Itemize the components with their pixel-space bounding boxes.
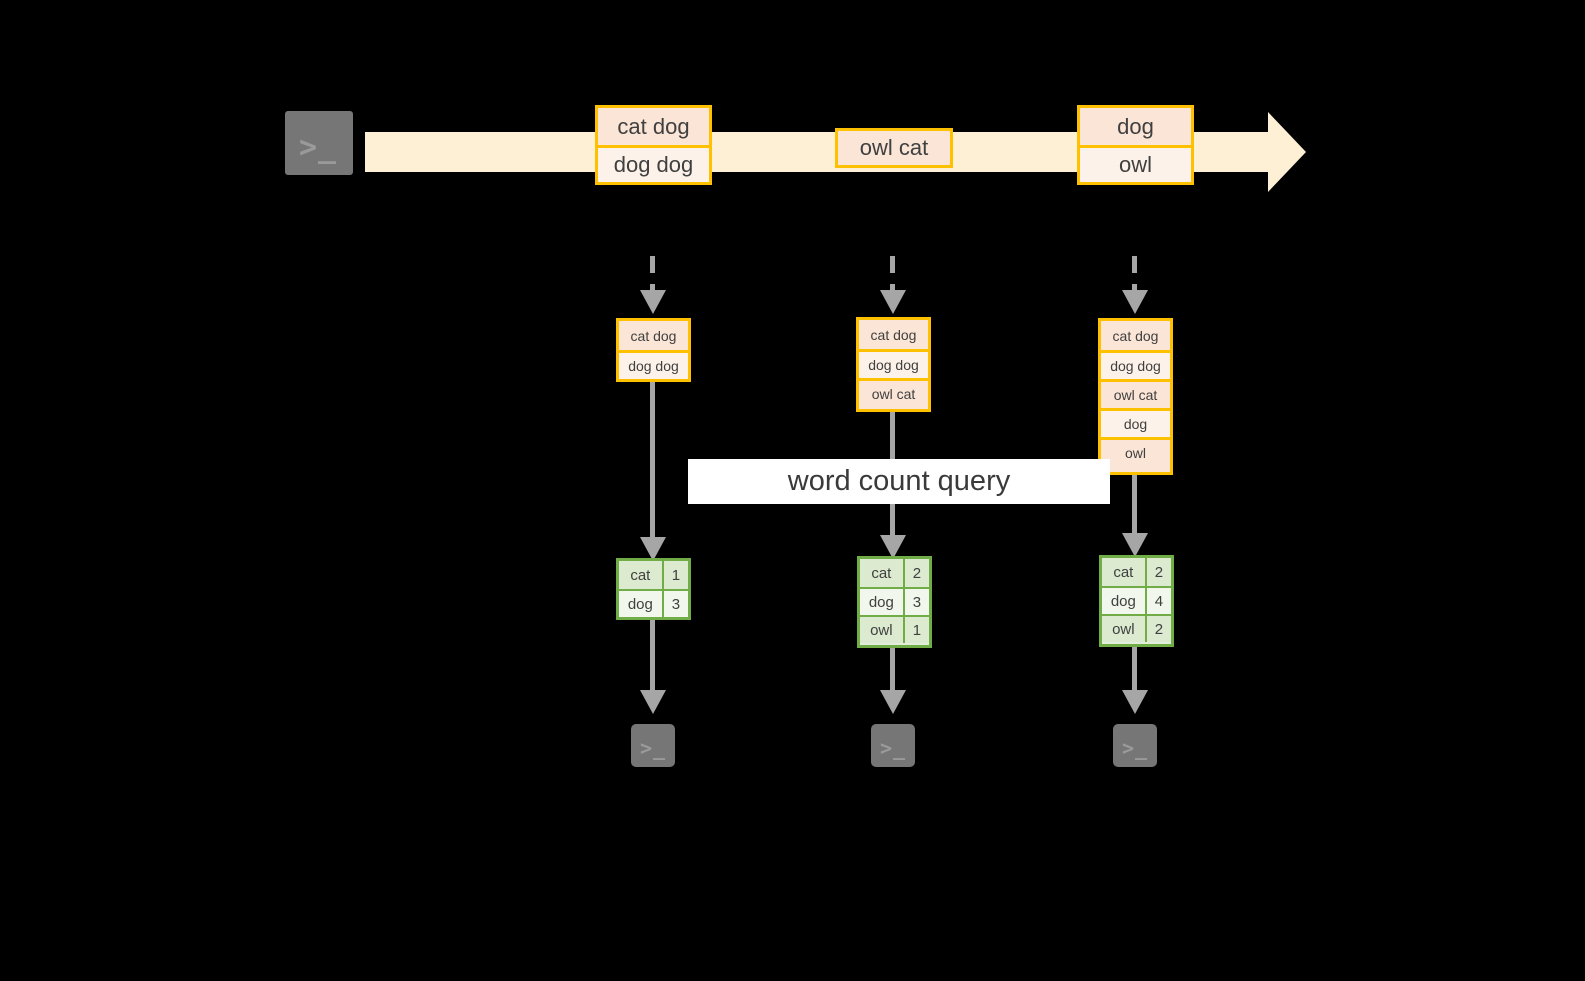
table-row: owl 2 bbox=[1102, 614, 1171, 642]
snapshot-1-trigger-line bbox=[650, 256, 655, 298]
snapshot-3-query-arrowhead bbox=[1122, 533, 1148, 557]
snapshot-2-line-1: cat dog bbox=[859, 320, 928, 349]
result-word: dog bbox=[1102, 588, 1145, 614]
snapshot-2-sink-line bbox=[890, 648, 895, 698]
snapshot-3-buffer[interactable]: cat dog dog dog owl cat dog owl bbox=[1098, 318, 1173, 475]
snapshot-2-line-2: dog dog bbox=[859, 349, 928, 378]
stream-event-1[interactable]: cat dog dog dog bbox=[595, 105, 712, 185]
snapshot-1-buffer[interactable]: cat dog dog dog bbox=[616, 318, 691, 382]
table-row: cat 1 bbox=[619, 561, 688, 589]
stream-arrowhead bbox=[1268, 112, 1306, 192]
stream-event-2[interactable]: owl cat bbox=[835, 128, 953, 168]
terminal-prompt-glyph: >_ bbox=[299, 130, 338, 165]
snapshot-3-line-4: dog bbox=[1101, 408, 1170, 437]
result-count: 2 bbox=[902, 559, 929, 587]
result-word: owl bbox=[1102, 616, 1145, 642]
result-count: 2 bbox=[1144, 616, 1171, 642]
snapshot-2-sink-terminal-icon[interactable]: >_ bbox=[864, 717, 922, 774]
snapshot-2-sink-arrowhead bbox=[880, 690, 906, 714]
result-count: 3 bbox=[902, 589, 929, 615]
result-word: owl bbox=[860, 617, 903, 643]
result-word: cat bbox=[860, 559, 903, 587]
snapshot-3-line-3: owl cat bbox=[1101, 379, 1170, 408]
query-label: word count query bbox=[688, 459, 1110, 504]
stream-event-3[interactable]: dog owl bbox=[1077, 105, 1194, 185]
result-count: 2 bbox=[1144, 558, 1171, 586]
terminal-prompt-glyph: >_ bbox=[1122, 736, 1149, 760]
snapshot-1-query-arrowhead bbox=[640, 537, 666, 561]
snapshot-1-result-table[interactable]: cat 1 dog 3 bbox=[616, 558, 691, 620]
snapshot-3-sink-arrowhead bbox=[1122, 690, 1148, 714]
stream-event-1-line-1: cat dog bbox=[598, 108, 709, 145]
result-word: cat bbox=[619, 561, 662, 589]
table-row: cat 2 bbox=[1102, 558, 1171, 586]
stream-event-3-line-2: owl bbox=[1080, 145, 1191, 182]
snapshot-3-sink-line bbox=[1132, 647, 1137, 698]
snapshot-2-trigger-line bbox=[890, 256, 895, 298]
snapshot-2-query-arrowhead bbox=[880, 535, 906, 559]
table-row: owl 1 bbox=[860, 615, 929, 643]
snapshot-3-result-table[interactable]: cat 2 dog 4 owl 2 bbox=[1099, 555, 1174, 647]
snapshot-2-result-table[interactable]: cat 2 dog 3 owl 1 bbox=[857, 556, 932, 648]
snapshot-1-sink-terminal-icon[interactable]: >_ bbox=[624, 717, 682, 774]
snapshot-1-query-line bbox=[650, 382, 655, 550]
terminal-screen bbox=[871, 724, 915, 767]
stream-event-2-line-1: owl cat bbox=[838, 131, 950, 165]
query-label-text: word count query bbox=[787, 465, 1011, 497]
snapshot-1-line-2: dog dog bbox=[619, 350, 688, 379]
result-word: dog bbox=[860, 589, 903, 615]
result-word: cat bbox=[1102, 558, 1145, 586]
snapshot-2-trigger-arrowhead bbox=[880, 290, 906, 314]
table-row: dog 3 bbox=[619, 589, 688, 617]
result-count: 1 bbox=[902, 617, 929, 643]
table-row: dog 4 bbox=[1102, 586, 1171, 614]
terminal-screen bbox=[631, 724, 675, 767]
result-word: dog bbox=[619, 591, 662, 617]
snapshot-1-sink-line bbox=[650, 620, 655, 698]
snapshot-3-line-1: cat dog bbox=[1101, 321, 1170, 350]
terminal-screen bbox=[1113, 724, 1157, 767]
snapshot-3-query-line bbox=[1132, 475, 1137, 550]
snapshot-3-sink-terminal-icon[interactable]: >_ bbox=[1106, 717, 1164, 774]
terminal-screen bbox=[285, 111, 353, 175]
result-count: 4 bbox=[1144, 588, 1171, 614]
source-terminal-icon[interactable]: >_ bbox=[276, 102, 362, 184]
result-count: 3 bbox=[661, 591, 688, 617]
snapshot-3-trigger-arrowhead bbox=[1122, 290, 1148, 314]
snapshot-3-line-5: owl bbox=[1101, 437, 1170, 466]
snapshot-2-line-3: owl cat bbox=[859, 378, 928, 407]
stream-event-1-line-2: dog dog bbox=[598, 145, 709, 182]
terminal-prompt-glyph: >_ bbox=[880, 736, 907, 760]
table-row: cat 2 bbox=[860, 559, 929, 587]
terminal-prompt-glyph: >_ bbox=[640, 736, 667, 760]
result-count: 1 bbox=[661, 561, 688, 589]
snapshot-1-sink-arrowhead bbox=[640, 690, 666, 714]
snapshot-2-buffer[interactable]: cat dog dog dog owl cat bbox=[856, 317, 931, 412]
table-row: dog 3 bbox=[860, 587, 929, 615]
snapshot-3-trigger-line bbox=[1132, 256, 1137, 298]
snapshot-1-line-1: cat dog bbox=[619, 321, 688, 350]
snapshot-1-trigger-arrowhead bbox=[640, 290, 666, 314]
snapshot-3-line-2: dog dog bbox=[1101, 350, 1170, 379]
stream-event-3-line-1: dog bbox=[1080, 108, 1191, 145]
